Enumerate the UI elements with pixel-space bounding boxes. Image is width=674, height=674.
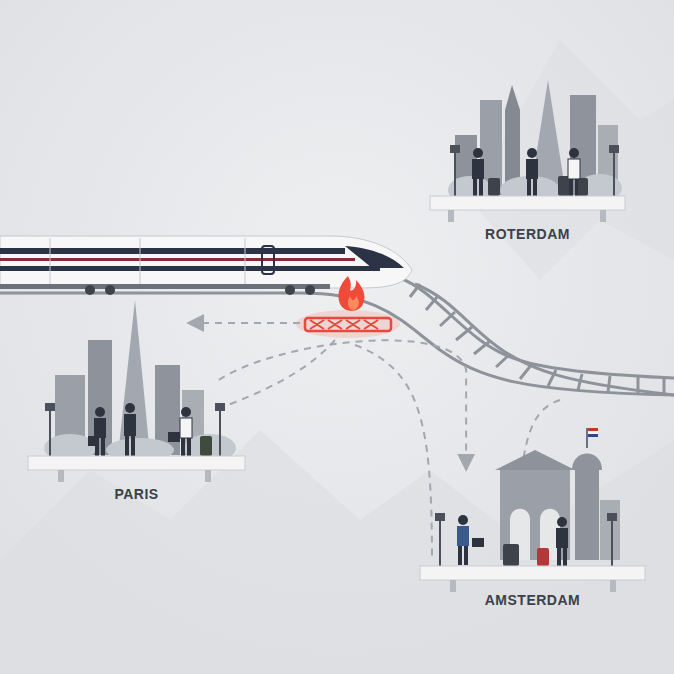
terrain (0, 430, 674, 674)
fire-incident (296, 276, 400, 338)
station-platform: AMSTERDAM (414, 470, 651, 620)
rotterdam-station (430, 80, 625, 222)
station-platform: ROTERDAM (424, 212, 631, 252)
paris-station (28, 300, 245, 482)
amsterdam-station (420, 428, 645, 592)
station-platform: PARIS (22, 380, 251, 510)
terrain (470, 40, 674, 280)
reroute-arrow (219, 340, 466, 470)
station-name: ROTERDAM (424, 226, 631, 242)
station-name: AMSTERDAM (414, 592, 651, 608)
station-name: PARIS (22, 486, 251, 502)
